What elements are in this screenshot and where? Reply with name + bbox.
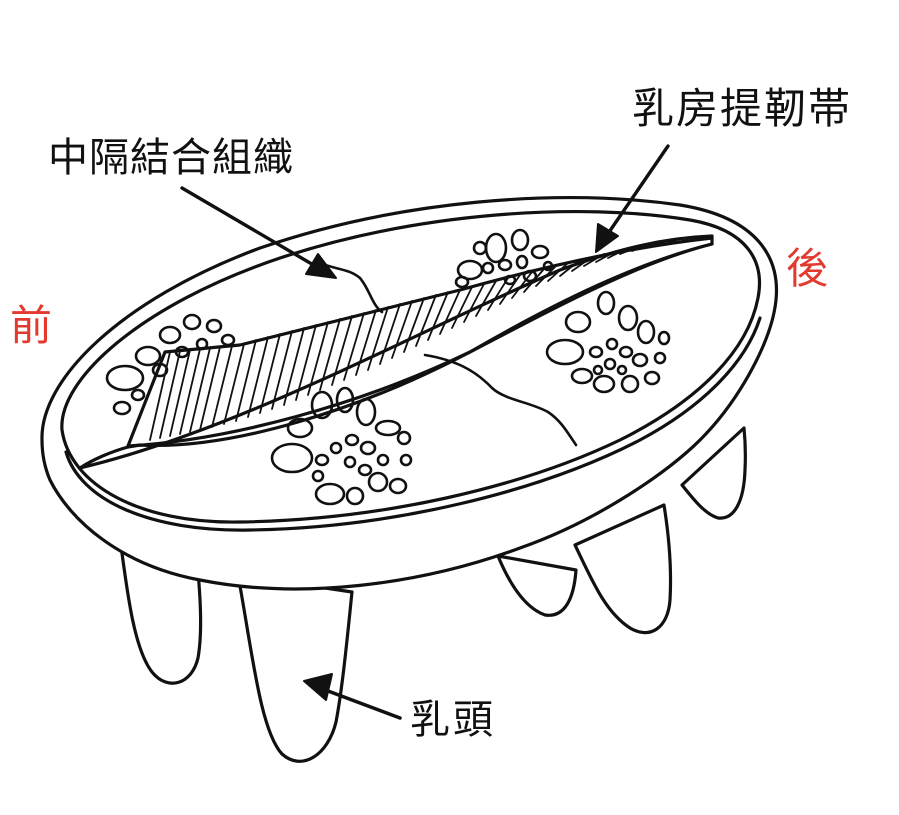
- arrow-septum: [180, 186, 337, 279]
- label-suspensory-ligament: 乳房提靭帯: [632, 84, 853, 133]
- udder-rim-edge: [64, 316, 762, 532]
- label-rear: 後: [786, 244, 829, 293]
- arrow-teat: [303, 673, 402, 720]
- teat-front-right: [236, 573, 354, 763]
- alveoli-cluster-front-right: [270, 386, 413, 506]
- label-teat: 乳頭: [410, 697, 496, 743]
- median-suspensory-ligament: [78, 234, 714, 470]
- septum-lines: [316, 260, 578, 447]
- teat-rear-left: [496, 554, 578, 617]
- teat-rear-right: [680, 426, 748, 520]
- label-septum-connective-tissue: 中隔結合組織: [48, 135, 294, 181]
- teats: [118, 426, 748, 763]
- alveoli-cluster-rear-left: [454, 228, 554, 289]
- teat-rear-middle: [573, 503, 673, 635]
- septum-line-upper: [316, 260, 384, 314]
- alveoli-cluster-front-left: [105, 313, 236, 416]
- septum-line-lower: [423, 353, 578, 447]
- arrow-ligament: [595, 144, 670, 253]
- alveoli-cluster-rear-right: [545, 290, 671, 394]
- label-front: 前: [10, 301, 53, 350]
- ligament-hatching: [149, 238, 701, 441]
